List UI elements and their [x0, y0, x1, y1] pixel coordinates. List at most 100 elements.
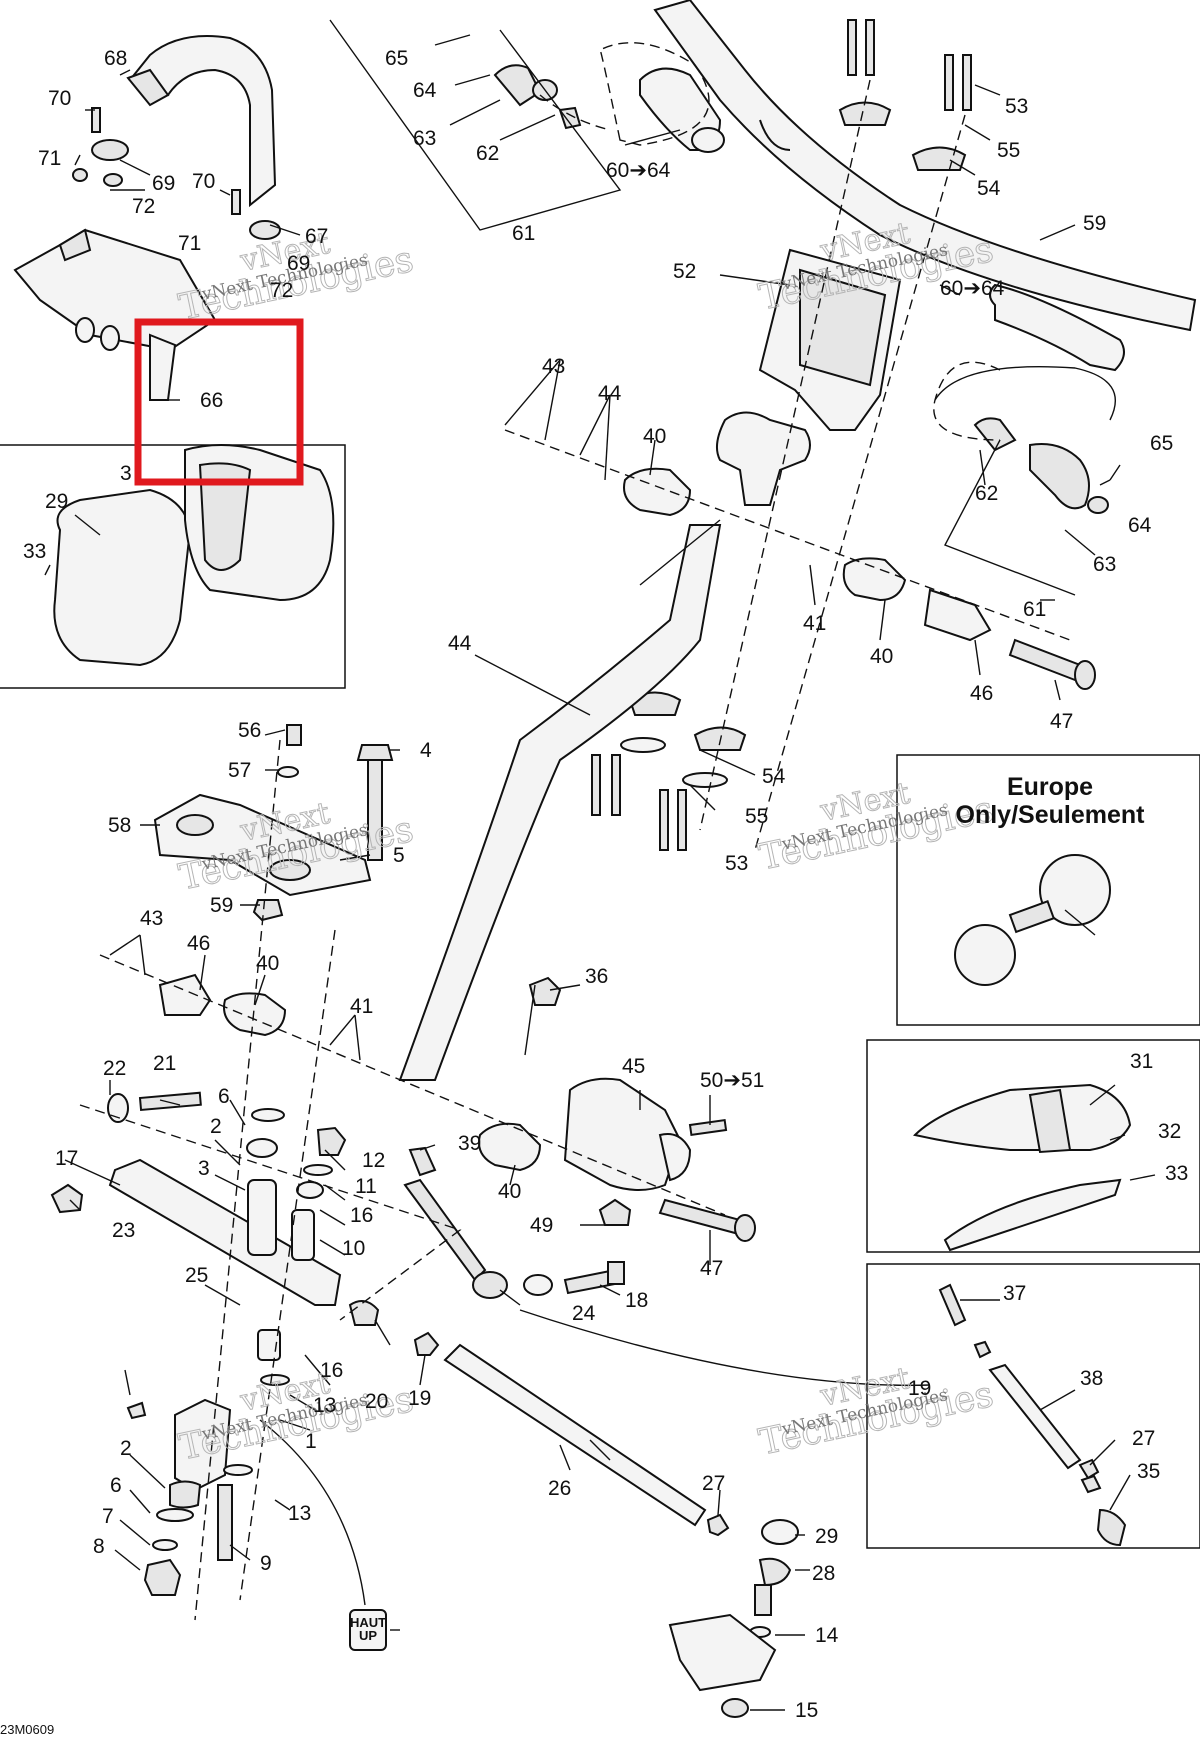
callout-60-64: 61: [512, 222, 535, 245]
callout-21: 21: [153, 1052, 176, 1075]
callout-65: 66: [200, 389, 223, 412]
callout-6: 6: [110, 1474, 122, 1497]
panel-boxes: [0, 444, 1200, 1549]
callout-63: 64: [413, 79, 437, 102]
callout-14: 14: [815, 1624, 839, 1647]
callout-36: 36: [585, 965, 608, 988]
figure-code: 23M0609: [0, 1722, 54, 1737]
callout-33: 32: [1158, 1120, 1181, 1143]
callout-46: 46: [970, 682, 993, 705]
callout-35: 35: [1137, 1460, 1160, 1483]
callout-40: 40: [870, 645, 893, 668]
callout-52: 54: [762, 765, 786, 788]
callout-61: 62: [476, 142, 499, 165]
callout-51: 53: [725, 852, 748, 875]
callout-7: 7: [102, 1505, 114, 1528]
callout-19: 19: [908, 1377, 931, 1400]
callout-41: 41: [350, 995, 373, 1018]
callout-55: 56: [238, 719, 261, 742]
callout-6: 6: [218, 1085, 230, 1108]
callout-43: 44: [598, 382, 622, 405]
highlight-box: [134, 318, 304, 486]
callout-29: 29: [815, 1525, 838, 1548]
callout-56: 57: [228, 759, 251, 782]
callout-13: 13: [288, 1502, 311, 1525]
callout-53: 55: [997, 139, 1020, 162]
tie-rod-detail-box: [866, 1263, 1200, 1549]
callout-68: 69: [152, 172, 175, 195]
callout-12: 12: [362, 1149, 385, 1172]
callout-62: 63: [413, 127, 436, 150]
callout-11: 11: [355, 1175, 377, 1198]
callout-47: 47: [1050, 710, 1073, 733]
callout-42: 43: [542, 355, 565, 378]
boot-detail-box: [866, 1039, 1200, 1253]
callout-22: 22: [103, 1057, 126, 1080]
assembly-lines: [79, 42, 1116, 1621]
callout-71: 72: [270, 279, 293, 302]
callout-2: 2: [120, 1437, 132, 1460]
callout-1: 1: [305, 1430, 317, 1453]
callout-46: 46: [187, 932, 210, 955]
callout-13: 13: [313, 1394, 336, 1417]
callouts: 68 70 71 69 72 70 71 67 69 72 66 3 29 33…: [23, 47, 1188, 1722]
europe-title: Europe: [1007, 773, 1093, 801]
callout-28: 28: [812, 1562, 835, 1585]
leader-lines: [44, 19, 1156, 1711]
callout-27: 27: [702, 1472, 725, 1495]
callout-45: 45: [622, 1055, 645, 1078]
callout-23: 23: [112, 1219, 135, 1242]
callout-34: 33: [1165, 1162, 1188, 1185]
callout-62: 63: [1093, 553, 1116, 576]
callout-19: 19: [408, 1387, 431, 1410]
callout-69: 70: [48, 87, 71, 110]
callout-9: 9: [260, 1552, 272, 1575]
callout-18: 18: [625, 1289, 648, 1312]
parts-artwork: [13, 0, 1197, 1718]
callout-71: 72: [132, 195, 155, 218]
callout-20: 20: [365, 1390, 388, 1413]
callout-64: 65: [385, 47, 408, 70]
callout-41: 41: [803, 612, 826, 635]
callout-59: 60➔64: [606, 159, 671, 182]
left-detail-box: [0, 444, 346, 689]
callout-40: 40: [498, 1180, 521, 1203]
europe-subtitle: Only/Seulement: [956, 801, 1146, 829]
callout-15: 15: [795, 1699, 818, 1722]
callout-16: 16: [320, 1359, 343, 1382]
callout-10: 10: [342, 1237, 365, 1260]
callout-59: 60➔64: [940, 277, 1005, 300]
callout-54: 58: [108, 814, 131, 837]
callout-17: 17: [55, 1147, 78, 1170]
callout-40: 40: [643, 425, 666, 448]
callout-69: 70: [192, 170, 215, 193]
haut-label: HAUT: [350, 1615, 386, 1630]
callout-70: 71: [38, 147, 61, 170]
callout-44: 44: [448, 632, 472, 655]
callout-34: 33: [23, 540, 46, 563]
callout-58: 59: [1083, 212, 1106, 235]
callout-63: 64: [1128, 514, 1152, 537]
callout-53: 55: [745, 805, 768, 828]
callout-38: 38: [1080, 1367, 1103, 1390]
callout-42: 43: [140, 907, 163, 930]
callout-49: 50➔51: [700, 1069, 764, 1092]
callout-61: 62: [975, 482, 998, 505]
callout-16: 16: [350, 1204, 373, 1227]
callout-64: 65: [1150, 432, 1173, 455]
callout-68: 69: [287, 252, 310, 275]
callout-60-64: 61: [1023, 598, 1046, 621]
callout-47: 47: [700, 1257, 723, 1280]
callout-67: 68: [104, 47, 127, 70]
callout-70: 71: [178, 232, 201, 255]
callout-24: 24: [572, 1302, 596, 1325]
callout-37: 37: [1003, 1282, 1026, 1305]
callout-2: 2: [210, 1115, 222, 1138]
callout-40: 40: [256, 952, 279, 975]
callout-39: 39: [458, 1132, 481, 1155]
callout-8: 8: [93, 1535, 105, 1558]
callout-52: 54: [977, 177, 1001, 200]
callout-48: 49: [530, 1214, 553, 1237]
